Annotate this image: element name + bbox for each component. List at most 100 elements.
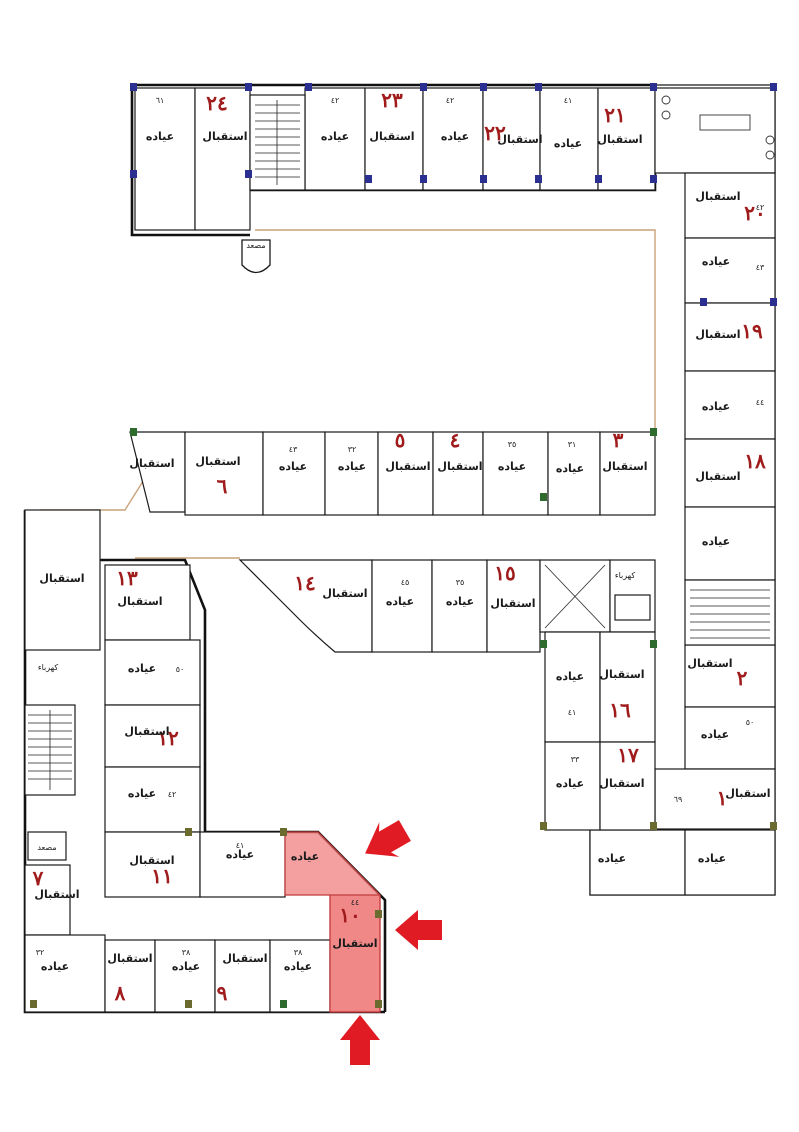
room-size: ٣٥: [456, 578, 465, 587]
room-number: ١٧: [617, 743, 639, 767]
right-wing-rooms: [589, 172, 776, 896]
lower-middle-rooms: [238, 559, 656, 831]
room-number: ٢٠: [744, 201, 765, 225]
room-size: ٦١: [156, 96, 165, 105]
room-unit: ٤ ٣٥ عياده استقبال: [437, 428, 526, 473]
reception-label: استقبال: [107, 952, 152, 965]
clinic-label: عياده: [41, 960, 69, 973]
clinic-label: عياده: [128, 787, 156, 800]
reception-label: استقبال: [597, 133, 642, 146]
clinic-label: عياده: [498, 460, 526, 473]
highlight-reception-10: [329, 894, 381, 1013]
clinic-label: عياده: [338, 460, 366, 473]
clinic-label: عياده: [284, 960, 312, 973]
reception-label: استقبال: [599, 777, 644, 790]
room-unit: ١٢ ٤٢ عياده استقبال: [124, 725, 179, 800]
middle-row-rooms: [129, 431, 656, 516]
room-size: ٣٨: [182, 948, 191, 957]
wc-fixtures: [661, 95, 775, 160]
reception-label: استقبال: [34, 888, 79, 901]
reception-label: استقبال: [369, 130, 414, 143]
reception-label: استقبال: [490, 597, 535, 610]
left-wing-rooms: [24, 509, 331, 1013]
reception-label: استقبال: [129, 457, 174, 470]
room-size: ٤١: [568, 708, 577, 717]
clinic-label: عياده: [321, 130, 349, 143]
clinic-label: عياده: [386, 595, 414, 608]
room-size: ٣٥: [508, 440, 517, 449]
clinic-label: عياده: [554, 137, 582, 150]
room-size: ٥٠: [176, 665, 185, 674]
reception-label: استقبال: [129, 854, 174, 867]
reception-label: استقبال: [124, 725, 169, 738]
reception-label: استقبال: [602, 460, 647, 473]
clinic-label: عياده: [702, 400, 730, 413]
room-number: ١٩: [741, 319, 763, 343]
corridor-line-top: [255, 229, 656, 430]
room-size: ٤٥: [401, 578, 410, 587]
room-number: ٨: [114, 981, 126, 1005]
reception-label: استقبال: [202, 130, 247, 143]
room-number: ١٠: [339, 903, 360, 927]
clinic-label: عياده: [441, 130, 469, 143]
corridor-line-left: [40, 477, 146, 511]
elevator-left: [27, 831, 67, 861]
reception-label: استقبال: [332, 937, 377, 950]
clinic-label: عياده: [446, 595, 474, 608]
room-number: ٢: [737, 666, 748, 690]
arrow-top: [365, 820, 411, 857]
arrow-right: [395, 910, 442, 950]
clinic-label: عياده: [556, 777, 584, 790]
clinic-label: عياده: [146, 130, 174, 143]
room-size: ٤٢: [331, 96, 340, 105]
room-size: ٣٨: [294, 948, 303, 957]
room-number: ١: [717, 786, 728, 810]
room-number: ١٦: [609, 698, 631, 722]
room-size: ٣٢: [36, 948, 45, 957]
room-unit: ٢٣ ٤٢ عياده استقبال: [321, 88, 415, 143]
clinic-label: عياده: [702, 535, 730, 548]
clinic-label: عياده: [556, 462, 584, 475]
room-size: ٤١: [564, 96, 573, 105]
reception-label: استقبال: [385, 460, 430, 473]
clinic-label: عياده: [698, 852, 726, 865]
room-number: ٢١: [604, 103, 625, 127]
room-unit: ٨ ٣٨ عياده استقبال: [107, 948, 200, 1005]
clinic-label: عياده: [556, 670, 584, 683]
room-size: ٤٢: [168, 790, 177, 799]
reception-label: استقبال: [695, 470, 740, 483]
elevator-left-label: مصعد: [37, 843, 56, 852]
top-wing-rooms: [134, 87, 776, 231]
room-number: ٤: [450, 428, 461, 452]
room-size: ٤٣: [289, 445, 298, 454]
room-unit: ٢١ ٤١ عياده استقبال: [554, 96, 643, 150]
elevator-top: [241, 239, 271, 274]
stairs-top: [249, 94, 306, 191]
room-number: ٢٢: [484, 121, 506, 145]
room-size: ٣١: [568, 440, 577, 449]
room-size: ٤٤: [756, 398, 765, 407]
arrow-bottom: [340, 1015, 380, 1065]
room-number: ١٢: [157, 726, 179, 750]
reception-label: استقبال: [437, 460, 482, 473]
reception-label: استقبال: [695, 328, 740, 341]
clinic-label: عياده: [172, 960, 200, 973]
clinic-label: عياده: [226, 848, 254, 861]
room-number: ٦: [217, 474, 228, 498]
stairs-right: [684, 579, 776, 646]
room-number: ١٤: [294, 571, 315, 595]
clinic-label: عياده: [279, 460, 307, 473]
room-number: ٢٣: [381, 88, 403, 112]
elevator-shaft-center: [544, 564, 651, 629]
